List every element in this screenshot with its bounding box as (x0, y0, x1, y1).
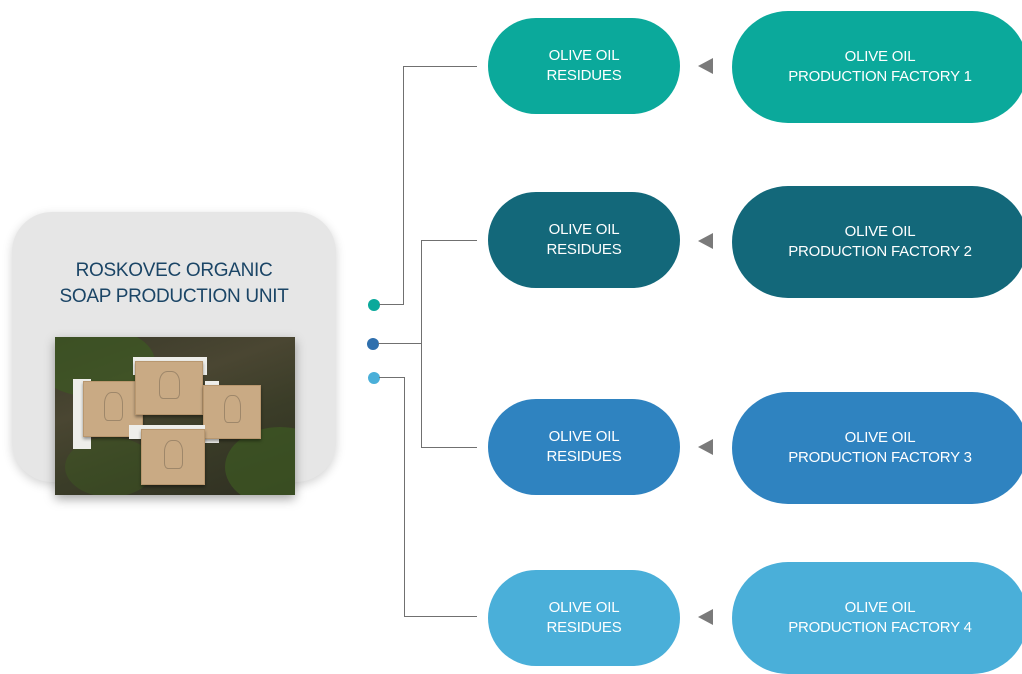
connector-dot-light-blue (368, 372, 380, 384)
connector-line-row2-middle (378, 343, 421, 344)
residue-line1: OLIVE OIL (548, 47, 620, 64)
residue-pill-3: OLIVE OIL RESIDUES (488, 399, 680, 495)
connector-dot-teal (368, 299, 380, 311)
residue-pill-4: OLIVE OIL RESIDUES (488, 570, 680, 666)
residue-line1: OLIVE OIL (548, 221, 620, 238)
residue-line1: OLIVE OIL (548, 428, 620, 445)
connector-line-row4-bottom (404, 616, 477, 617)
connector-line-row2-top (421, 240, 477, 241)
connector-line-row4-vertical (404, 377, 405, 616)
factory-line1: OLIVE OIL (844, 429, 916, 446)
residue-line2: RESIDUES (546, 619, 622, 636)
factory-line1: OLIVE OIL (844, 223, 916, 240)
connector-line-row4-top (379, 377, 404, 378)
arrow-left-icon (698, 58, 713, 74)
connector-line-row3-bottom (421, 447, 477, 448)
unit-title-line1: ROSKOVEC ORGANIC (75, 260, 273, 281)
factory-line1: OLIVE OIL (844, 599, 916, 616)
soap-boxes-photo (55, 337, 295, 495)
factory-line2: PRODUCTION FACTORY 2 (788, 243, 972, 260)
residue-line2: RESIDUES (546, 67, 622, 84)
unit-title: ROSKOVEC ORGANIC SOAP PRODUCTION UNIT (12, 258, 336, 310)
arrow-left-icon (698, 609, 713, 625)
factory-line2: PRODUCTION FACTORY 3 (788, 449, 972, 466)
connector-dot-blue (367, 338, 379, 350)
arrow-left-icon (698, 233, 713, 249)
connector-line-row1-bottom (379, 304, 403, 305)
factory-line1: OLIVE OIL (844, 48, 916, 65)
residue-line1: OLIVE OIL (548, 599, 620, 616)
factory-pill-3: OLIVE OIL PRODUCTION FACTORY 3 (732, 392, 1022, 504)
residue-line2: RESIDUES (546, 241, 622, 258)
factory-line2: PRODUCTION FACTORY 1 (788, 68, 972, 85)
residue-pill-1: OLIVE OIL RESIDUES (488, 18, 680, 114)
unit-title-line2: SOAP PRODUCTION UNIT (59, 286, 289, 307)
factory-line2: PRODUCTION FACTORY 4 (788, 619, 972, 636)
arrow-left-icon (698, 439, 713, 455)
factory-pill-4: OLIVE OIL PRODUCTION FACTORY 4 (732, 562, 1022, 674)
residue-pill-2: OLIVE OIL RESIDUES (488, 192, 680, 288)
connector-line-row2-vertical (421, 240, 422, 447)
residue-line2: RESIDUES (546, 448, 622, 465)
connector-line-row1-top (403, 66, 477, 67)
factory-pill-1: OLIVE OIL PRODUCTION FACTORY 1 (732, 11, 1022, 123)
connector-line-row1 (379, 67, 404, 305)
factory-pill-2: OLIVE OIL PRODUCTION FACTORY 2 (732, 186, 1022, 298)
